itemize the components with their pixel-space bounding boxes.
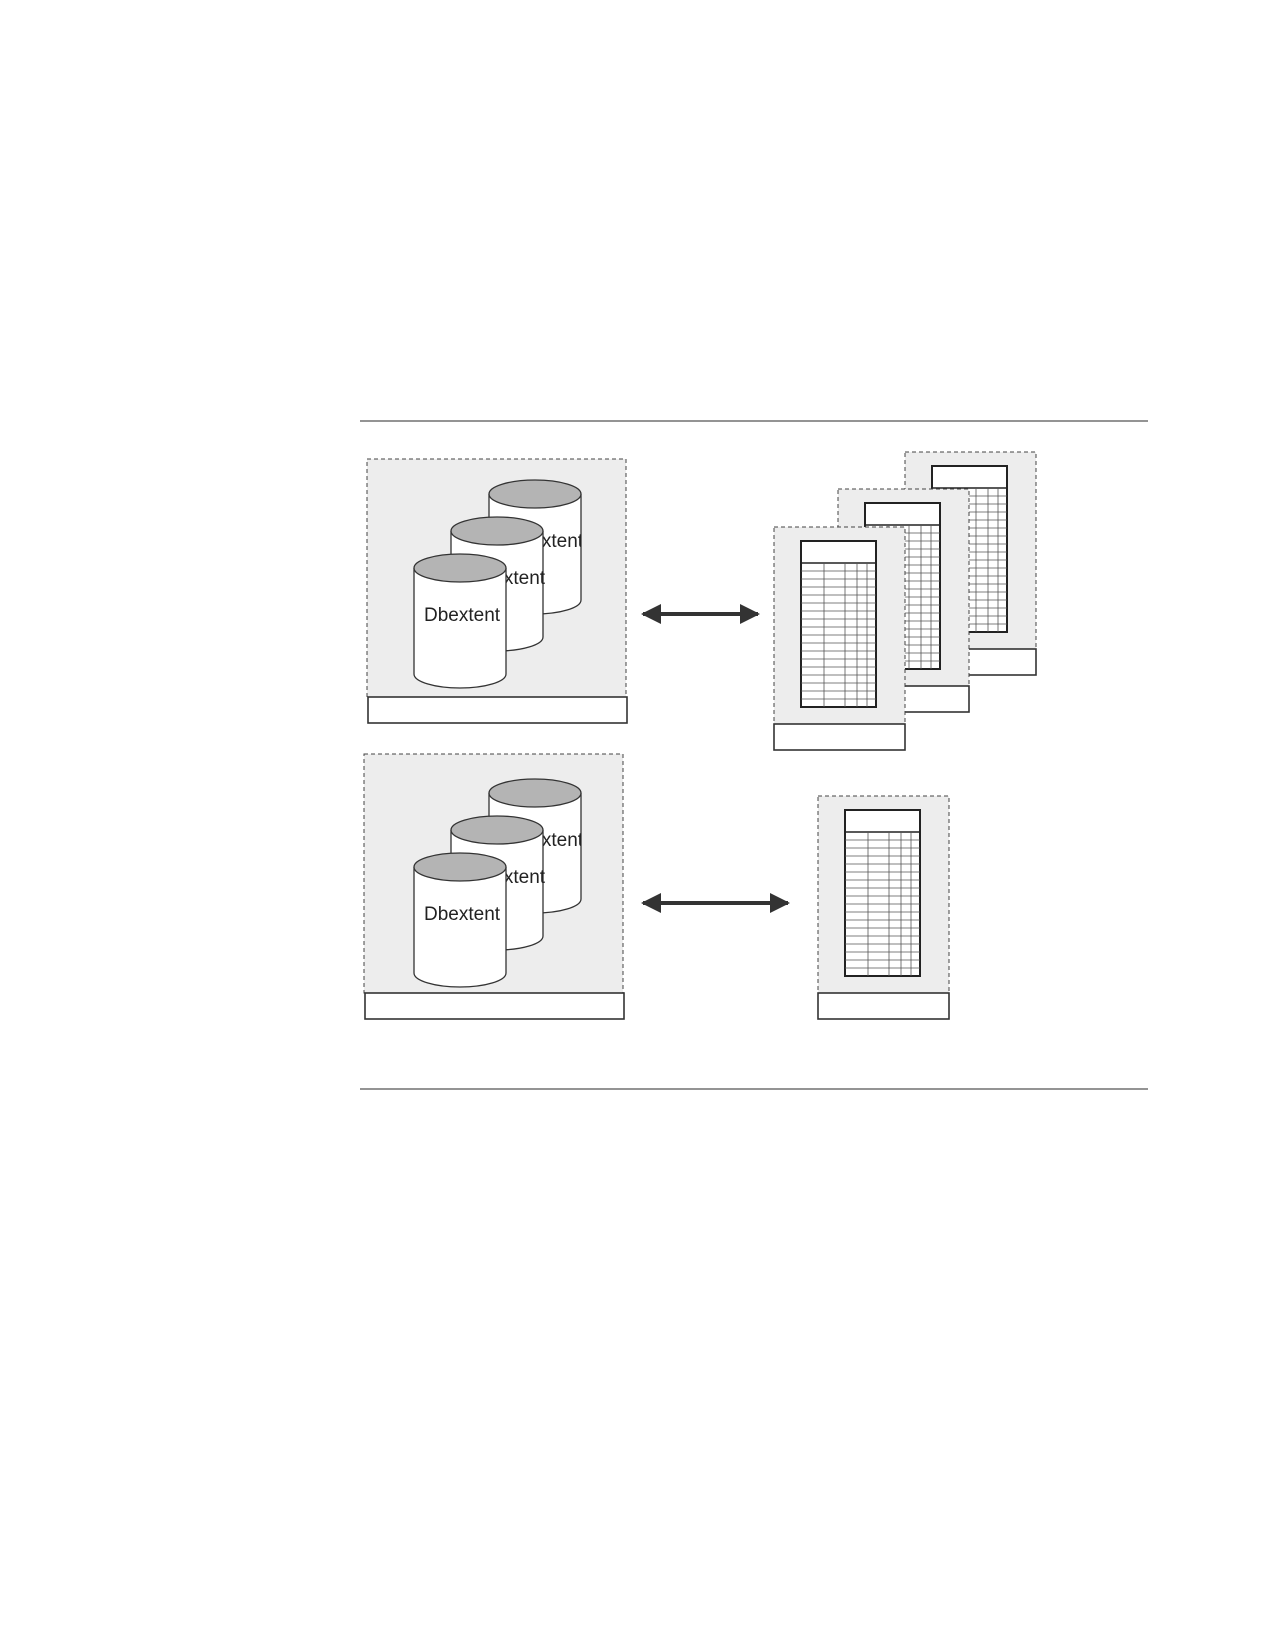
cylinder-icon: Dbextent — [413, 553, 507, 689]
table-icon — [800, 540, 877, 708]
storage-pool-caption-box — [364, 992, 625, 1020]
table-panel — [817, 795, 950, 1020]
cylinder-label: Dbextent — [424, 605, 501, 626]
table-panel — [773, 526, 906, 751]
table-caption-box — [817, 992, 950, 1020]
cylinder-icon: Dbextent — [413, 852, 507, 988]
storage-pool-bottom: Dbextent Dbextent Dbextent — [363, 753, 625, 1020]
table-stack — [773, 451, 1037, 751]
table-icon — [844, 809, 921, 977]
cylinder-label: Dbextent — [424, 904, 501, 925]
storage-pool-caption-box — [367, 696, 628, 724]
table-caption-box — [773, 723, 906, 751]
storage-pool-top: Dbextent Dbextent Dbextent — [366, 458, 628, 724]
